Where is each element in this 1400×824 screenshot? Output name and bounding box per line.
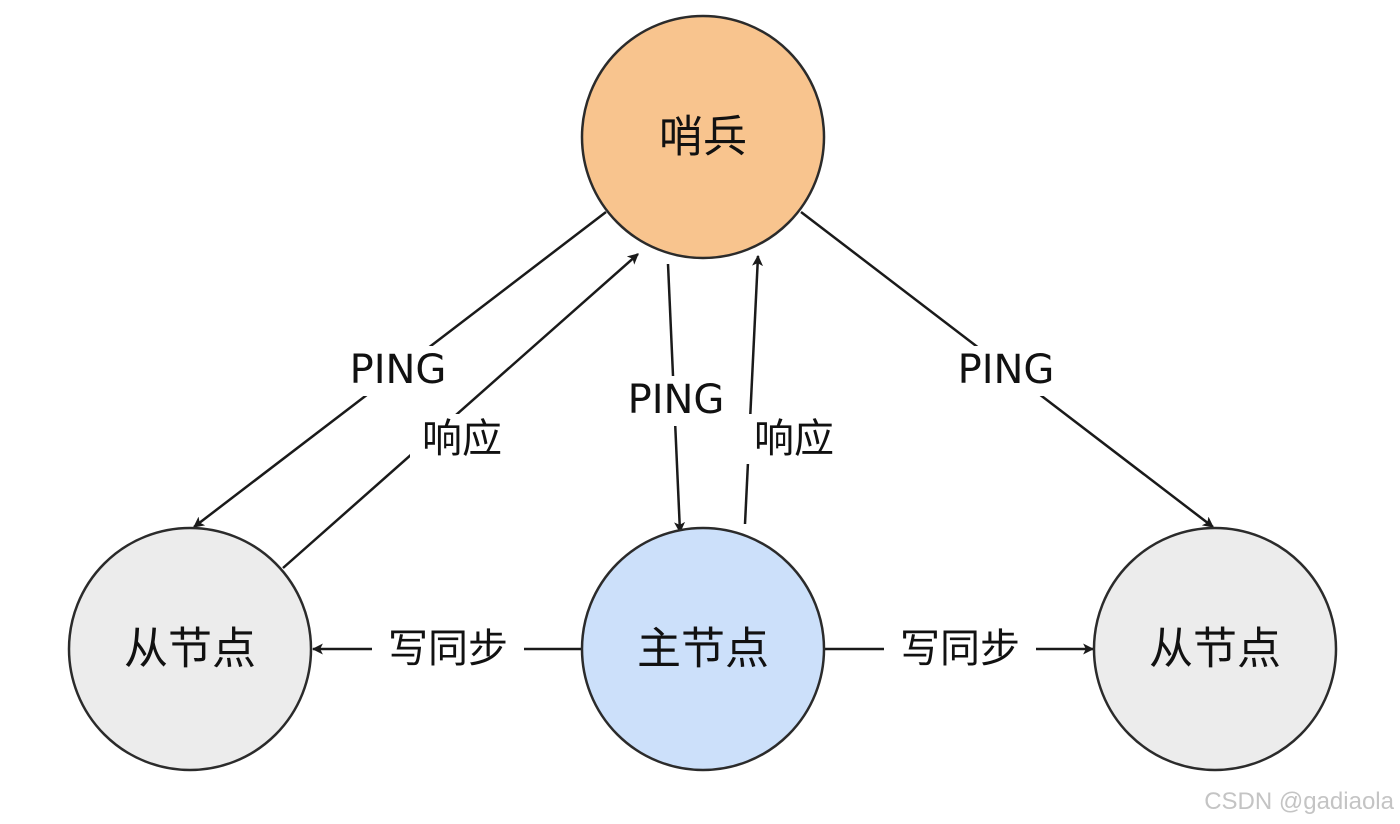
label-ping-right: PING [958, 347, 1055, 393]
slave-right-label: 从节点 [1149, 624, 1281, 675]
sentinel-label: 哨兵 [659, 112, 747, 163]
label-sync-left: 写同步 [388, 626, 508, 672]
label-ping-master: PING [628, 377, 725, 423]
master-label: 主节点 [637, 624, 769, 675]
label-response-left: 响应 [422, 416, 502, 462]
node-slave-left: 从节点 [67, 526, 313, 772]
watermark: CSDN @gadiaola [1204, 788, 1394, 815]
label-response-master: 响应 [754, 416, 834, 462]
edge-response-master [743, 254, 764, 525]
node-master: 主节点 [580, 526, 826, 772]
edge-response-left-slave [282, 253, 639, 569]
edge-labels: PING 响应 PING 响应 PING 写同步 写同步 [334, 346, 1070, 674]
label-sync-right: 写同步 [900, 626, 1020, 672]
slave-left-label: 从节点 [124, 624, 256, 675]
sentinel-circle [580, 14, 826, 260]
master-circle [580, 526, 826, 772]
slave-right-circle [1092, 526, 1338, 772]
label-ping-left: PING [350, 347, 447, 393]
node-slave-right: 从节点 [1092, 526, 1338, 772]
node-sentinel: 哨兵 [580, 14, 826, 260]
slave-left-circle [67, 526, 313, 772]
